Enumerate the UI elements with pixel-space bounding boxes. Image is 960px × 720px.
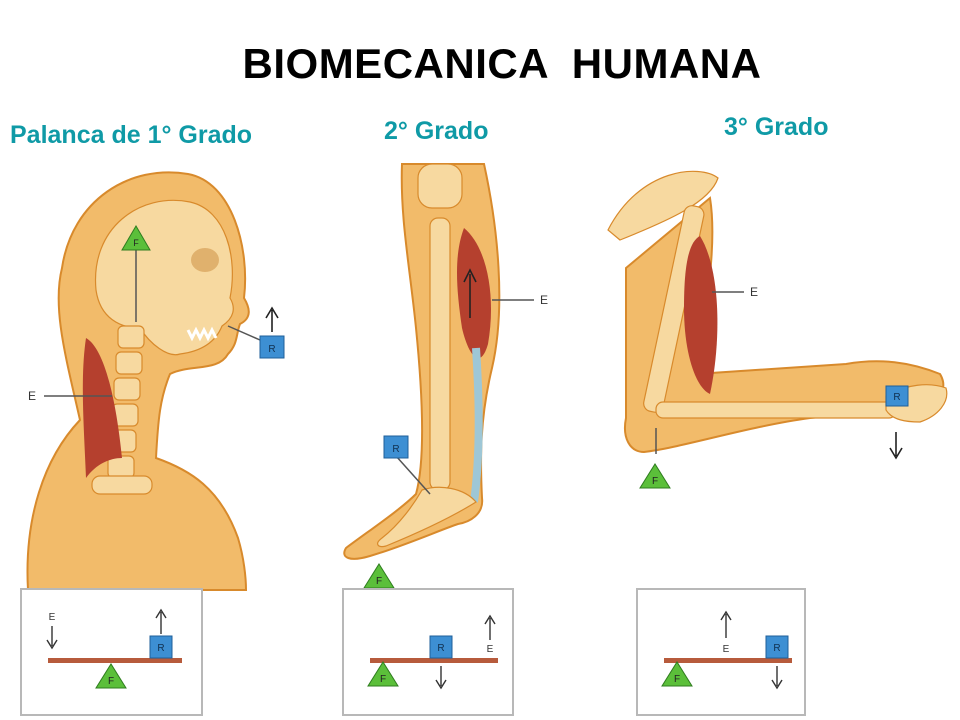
second-class-lever-heading: 2° Grado <box>384 117 489 145</box>
fulcrum-triangle <box>95 663 127 689</box>
fulcrum-marker-label: F <box>133 238 139 248</box>
scapula <box>607 170 719 241</box>
fulcrum-label: F <box>674 674 680 685</box>
jaw-teeth <box>186 326 218 342</box>
resistance-arrow <box>889 432 903 460</box>
lever-bar <box>48 658 182 663</box>
resistance-block <box>429 635 453 659</box>
fulcrum-label: F <box>108 676 114 687</box>
achilles-tendon <box>470 347 483 503</box>
resistance-marker <box>259 335 285 359</box>
leg-foot-illustration: E R F <box>343 163 548 589</box>
resistance-marker <box>383 435 409 459</box>
fulcrum-triangle <box>661 661 693 687</box>
forearm-bones <box>655 401 897 419</box>
effort-marker-label: E <box>750 285 758 299</box>
resistance-arrow <box>435 666 447 690</box>
neck-extensor-muscle <box>82 338 122 478</box>
fulcrum-marker <box>639 463 671 489</box>
third-class-lever-diagram: F E R <box>661 610 792 690</box>
first-class-lever-heading: Palanca de 1° Grado <box>10 121 253 149</box>
tibia <box>429 217 451 491</box>
effort-label: E <box>487 644 494 655</box>
foot-bones <box>377 486 477 548</box>
resistance-block <box>149 635 173 659</box>
resistance-leader-line <box>227 325 261 341</box>
resistance-marker-label: R <box>893 392 900 403</box>
resistance-marker-label: R <box>392 444 399 455</box>
effort-label: E <box>49 612 56 623</box>
resistance-block <box>765 635 789 659</box>
effort-arrow <box>720 610 732 638</box>
head-neck-illustration: F E R <box>26 171 285 591</box>
eye-socket <box>191 248 219 272</box>
fulcrum-marker-label: F <box>376 576 382 587</box>
cervical-spine <box>107 325 145 479</box>
resistance-label: R <box>773 643 780 654</box>
resistance-marker-label: R <box>268 344 275 355</box>
fulcrum-marker-label: F <box>652 476 658 487</box>
effort-arrow <box>46 626 58 650</box>
effort-marker-label: E <box>540 293 548 307</box>
third-class-lever-schematic: F E R <box>636 588 806 716</box>
calf-muscle <box>457 228 491 359</box>
biceps-muscle <box>684 236 718 394</box>
fulcrum-marker <box>121 225 151 251</box>
lever-bar <box>664 658 792 663</box>
page-title: BIOMECANICA HUMANA <box>242 40 762 87</box>
resistance-leader-line <box>395 455 431 495</box>
resistance-arrow <box>265 306 279 332</box>
resistance-arrow <box>771 666 783 690</box>
first-class-lever-diagram: E F R <box>46 608 182 689</box>
femur-end <box>417 163 463 209</box>
first-class-lever-schematic: E F R <box>20 588 203 716</box>
effort-arrow <box>484 614 496 640</box>
resistance-label: R <box>157 643 164 654</box>
resistance-arrow <box>155 608 167 634</box>
resistance-label: R <box>437 643 444 654</box>
resistance-marker <box>885 385 909 407</box>
fulcrum-label: F <box>380 674 386 685</box>
effort-marker-label: E <box>28 389 36 403</box>
arm-forearm-illustration: E R F <box>607 170 948 489</box>
fulcrum-triangle <box>367 661 399 687</box>
third-class-lever-heading: 3° Grado <box>724 113 829 141</box>
effort-arrow <box>463 268 477 318</box>
second-class-lever-schematic: F R E <box>342 588 514 716</box>
second-class-lever-diagram: F R E <box>367 614 498 690</box>
lever-bar <box>370 658 498 663</box>
clavicle <box>91 475 153 495</box>
effort-label: E <box>723 644 730 655</box>
